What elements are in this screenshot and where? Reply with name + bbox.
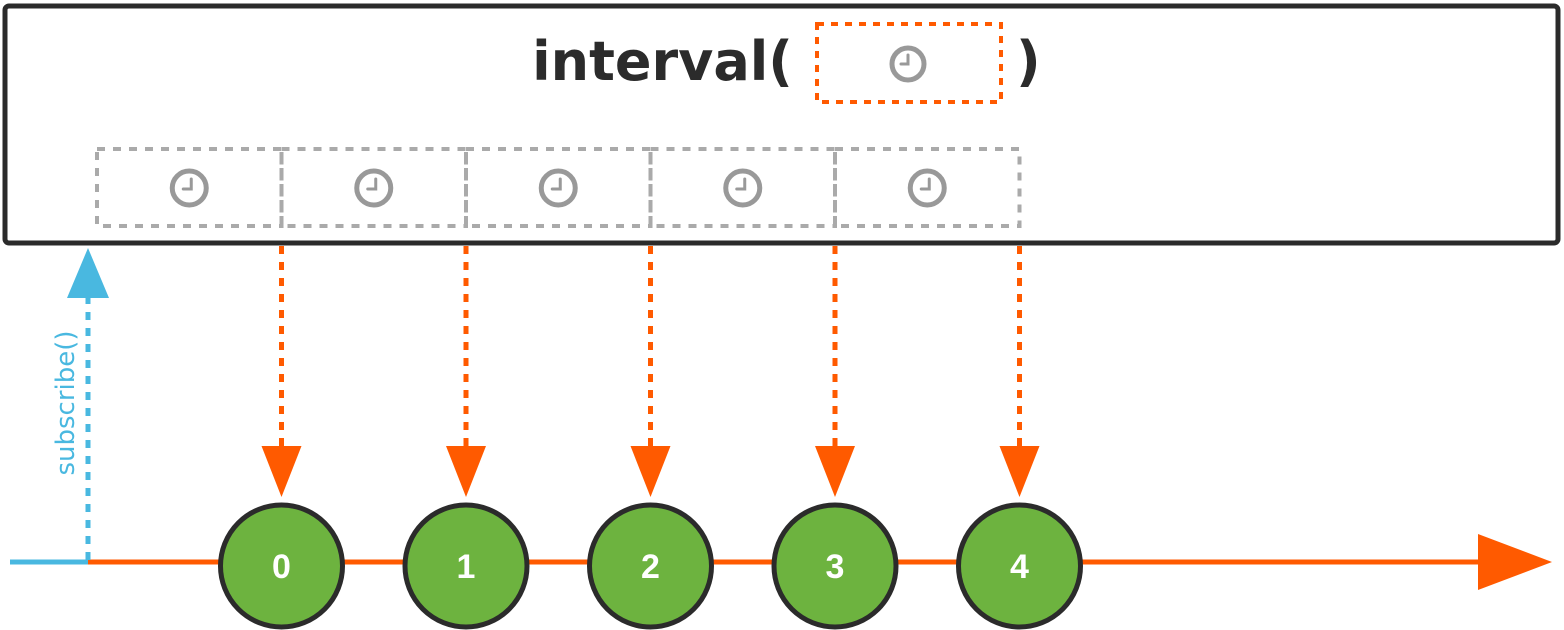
timeline-arrowhead <box>1478 534 1552 590</box>
emission-arrowhead-1 <box>446 446 486 497</box>
emission-marbles: 0 1 2 3 4 <box>218 502 1083 630</box>
operator-title: interval( <box>532 30 793 93</box>
timer-box-4 <box>833 147 1022 228</box>
marble-label-1: 1 <box>457 548 476 586</box>
marble-3: 3 <box>771 502 899 630</box>
timer-clock-icon <box>169 168 209 208</box>
timer-box-2 <box>464 147 653 228</box>
timer-boxes <box>95 147 1022 228</box>
timer-box-1 <box>279 147 468 228</box>
subscribe-arrowhead <box>67 248 109 298</box>
timer-clock-icon <box>354 168 394 208</box>
emission-arrows <box>261 246 1040 497</box>
marble-label-4: 4 <box>1010 548 1029 586</box>
marble-0: 0 <box>218 502 345 630</box>
timer-clock-icon <box>907 168 947 208</box>
argument-box <box>815 22 1003 104</box>
emission-arrowhead-4 <box>999 446 1040 497</box>
emission-arrowhead-3 <box>815 446 855 497</box>
marble-2: 2 <box>587 502 714 630</box>
marble-label-0: 0 <box>272 548 291 586</box>
timer-clock-icon <box>723 168 763 208</box>
marble-1: 1 <box>402 502 530 630</box>
emission-arrowhead-2 <box>630 446 671 497</box>
emission-arrowhead-0 <box>261 446 302 497</box>
subscribe-label: subscribe() <box>51 330 81 475</box>
timer-box-3 <box>648 147 837 228</box>
operator-close-paren: ) <box>1016 30 1041 93</box>
timer-box-0 <box>95 147 284 228</box>
marble-label-2: 2 <box>641 548 660 586</box>
marble-4: 4 <box>956 502 1083 630</box>
argument-clock-icon <box>889 45 927 83</box>
timer-clock-icon <box>538 168 578 208</box>
operator-box <box>2 3 1561 246</box>
marble-label-3: 3 <box>826 548 845 586</box>
